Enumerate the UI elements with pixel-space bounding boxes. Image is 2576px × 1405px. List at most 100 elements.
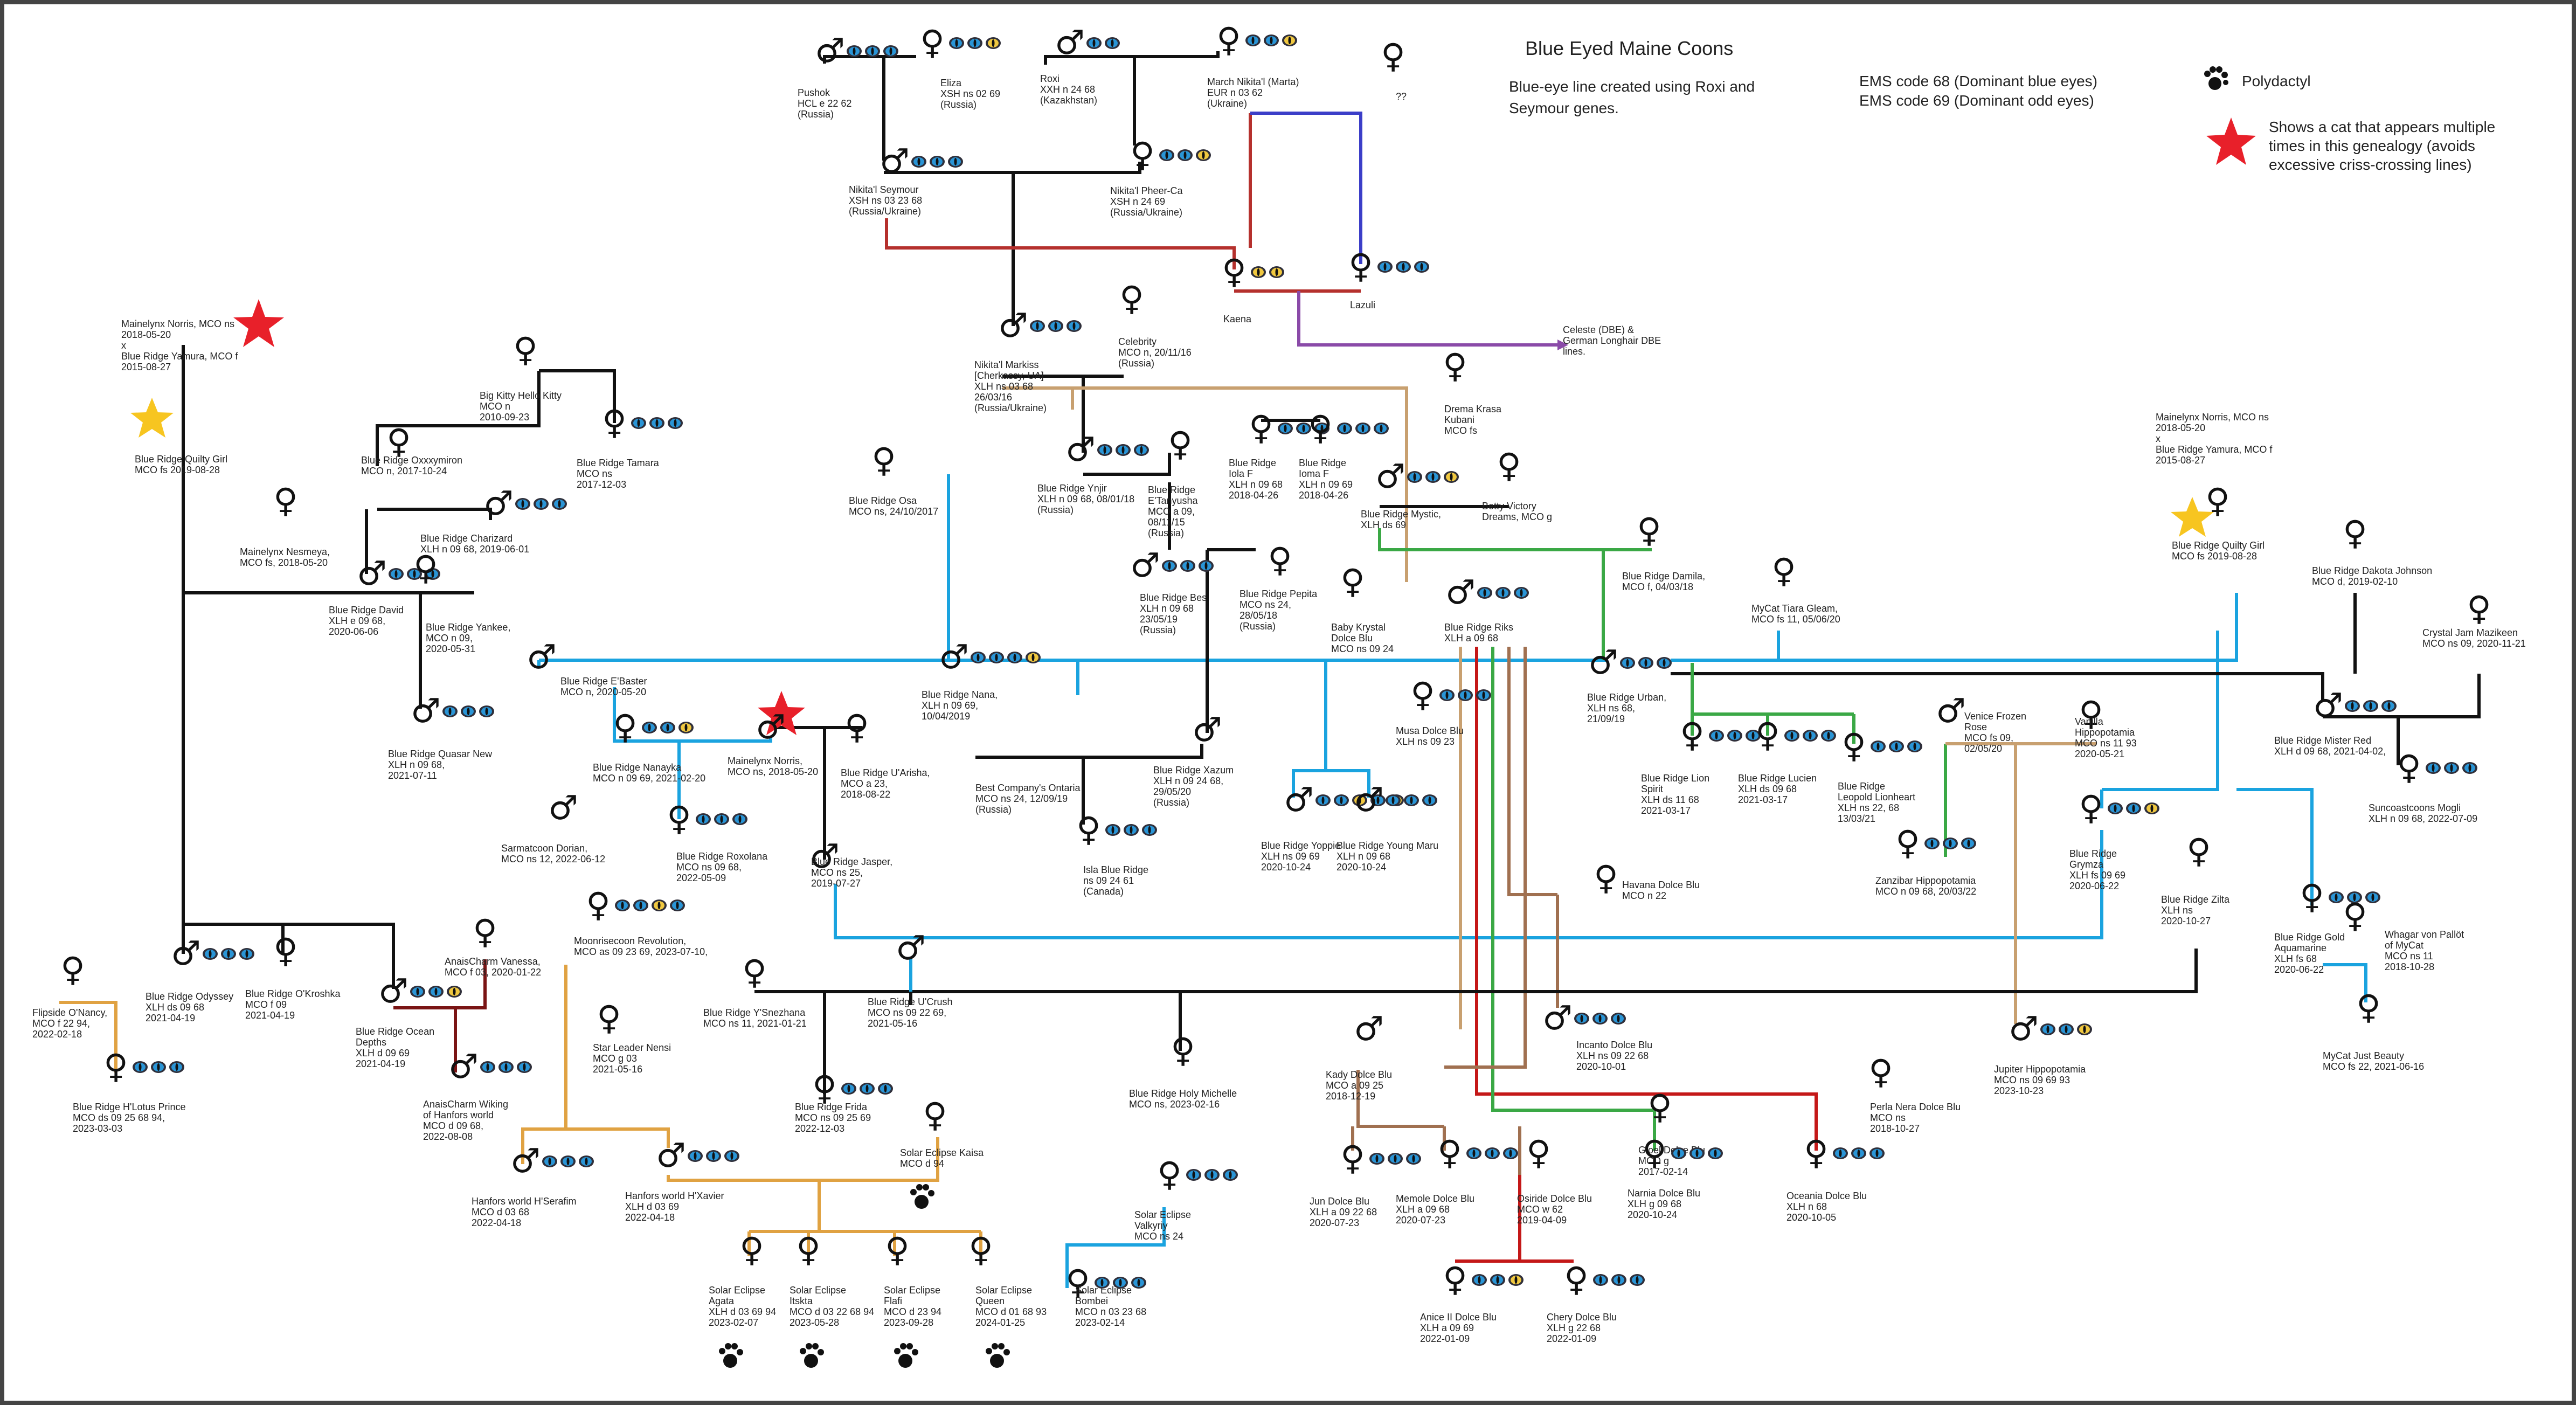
female-symbol-icon: ♀ — [1268, 540, 1292, 579]
eye-color-icon — [1196, 149, 1211, 161]
cat-label-line: 2018-05-20 — [121, 329, 171, 340]
edge-blue-nanayka — [614, 738, 772, 743]
male-symbol-icon: ♂ — [527, 637, 557, 676]
eye-color-icon — [1105, 824, 1120, 836]
cat-label-line: 2023-10-23 — [1994, 1085, 2044, 1096]
eye-color-icon — [1485, 1147, 1500, 1159]
diagram-title: Blue Eyed Maine Coons — [1525, 37, 1733, 59]
female-symbol-icon: ♀ — [597, 998, 621, 1037]
eye-color-icon — [410, 986, 425, 998]
cat-label-line: XLH ds 11 68 — [1641, 794, 1699, 805]
cat-label-line: 2020-07-23 — [1310, 1217, 1359, 1228]
cat-label-line: Zanzibar Hippopotamia — [1875, 875, 1976, 886]
cat-label-line: Solar Eclipse Kaisa — [900, 1147, 984, 1158]
eye-color-icon — [1407, 471, 1422, 483]
edge-navy-lazuli — [1250, 112, 1362, 264]
cat-label-line: (Russia/Ukraine) — [1110, 207, 1182, 218]
female-symbol-icon: ♀ — [2079, 694, 2103, 733]
cat-label-line: Oceania Dolce Blu — [1786, 1191, 1867, 1201]
cat-label-line: Blue Ridge Yamura, MCO f — [2156, 444, 2273, 455]
eye-color-icon — [169, 1061, 184, 1073]
cat-label-line: XLH d 03 69 94 — [709, 1306, 776, 1317]
cat-label-line: 2022-01-09 — [1547, 1333, 1596, 1344]
cat-label-line: German Longhair DBE — [1563, 335, 1661, 346]
cat-label-line: Blue Ridge Ynjir — [1037, 483, 1107, 494]
eye-color-icon — [552, 498, 567, 510]
cat-label-line: XLH ns — [2161, 905, 2193, 916]
cat-label-line: MCO ns, 2018-05-20 — [728, 766, 818, 777]
cat-label-line: Hippopotamia — [2075, 727, 2135, 738]
cat-label-line: Blue Ridge U'Crush — [868, 996, 953, 1007]
cat-label-line: MCO fs 11, 05/06/20 — [1751, 614, 1840, 625]
male-symbol-icon: ♂ — [1065, 430, 1096, 469]
eye-color-icon — [949, 37, 964, 49]
eye-color-icon — [480, 1061, 495, 1073]
cat-node-kaena: ♀Kaena — [1222, 252, 1284, 324]
eye-color-icon — [447, 986, 462, 998]
edge-bigkitty-oxxy — [376, 371, 541, 466]
eye-color-icon — [1026, 652, 1041, 663]
cat-label-line: MCO ns 24, 12/09/19 — [975, 793, 1068, 804]
cat-label-line: 2021-03-17 — [1641, 805, 1691, 816]
cat-label-line: Blue Ridge Y'Snezhana — [703, 1007, 806, 1018]
male-symbol-icon: ♂ — [510, 1141, 541, 1180]
eye-color-icon — [1889, 740, 1904, 752]
edge-blue-yoppie — [1292, 660, 1327, 798]
female-symbol-icon: ♀ — [739, 1230, 764, 1269]
cat-label-line: 26/03/16 — [974, 392, 1012, 403]
female-symbol-icon: ♀ — [885, 1230, 909, 1269]
cat-label-line: Jupiter Hippopotamia — [1994, 1064, 2086, 1075]
cat-label-line: Moonrisecoon Revolution, — [574, 936, 686, 946]
cat-label-line: 2015-08-27 — [121, 362, 171, 372]
cat-label-line: (Canada) — [1083, 886, 1124, 897]
male-symbol-icon: ♂ — [998, 306, 1028, 345]
cat-label-line: (Russia) — [1037, 504, 1074, 515]
female-symbol-icon: ♀ — [2343, 896, 2367, 935]
cat-label-line: 2020-05-21 — [2075, 749, 2124, 759]
cat-label-line: MCO fs 22, 2021-06-16 — [2323, 1061, 2424, 1072]
cat-label-line: MCO n 09, — [426, 633, 473, 643]
cat-label-line: 2020-10-01 — [1576, 1061, 1626, 1072]
eye-color-icon — [2365, 891, 2380, 903]
cat-label-line: MCO w 62 — [1517, 1204, 1563, 1215]
eye-color-icon — [2126, 802, 2141, 814]
eye-color-icon — [1961, 838, 1976, 849]
female-symbol-icon: ♀ — [1171, 1030, 1195, 1070]
eye-color-icon — [1131, 1277, 1146, 1289]
cat-label-line: 23/05/19 — [1140, 614, 1178, 625]
eye-color-icon — [1514, 587, 1529, 599]
polydactyl-paw-icon — [910, 1184, 934, 1209]
eye-color-icon — [498, 1061, 514, 1073]
eye-color-icon — [2144, 802, 2159, 814]
eye-color-icon — [425, 568, 440, 580]
eye-color-icon — [911, 156, 926, 168]
female-symbol-icon: ♀ — [742, 952, 766, 992]
cat-label-line: XLH g 09 68 — [1628, 1199, 1681, 1209]
female-symbol-icon: ♀ — [1526, 1133, 1550, 1172]
cat-label-line: MCO n — [480, 401, 510, 412]
eye-color-icon — [407, 568, 422, 580]
cat-label-line: Blue Ridge Zilta — [2161, 894, 2230, 905]
edge-green-riks-narnia — [1491, 647, 1654, 1112]
female-symbol-icon: ♀ — [2356, 987, 2380, 1027]
cat-label-line: MCO fs 2019-08-28 — [2172, 551, 2257, 562]
cat-label-line: XLH ns 22, 68 — [1838, 802, 1899, 813]
female-symbol-icon: ♀ — [613, 707, 637, 746]
eye-color-icon — [239, 948, 254, 960]
cat-label-line: MCO f 03, 2020-01-22 — [445, 967, 541, 978]
eye-color-icon — [2462, 762, 2477, 774]
